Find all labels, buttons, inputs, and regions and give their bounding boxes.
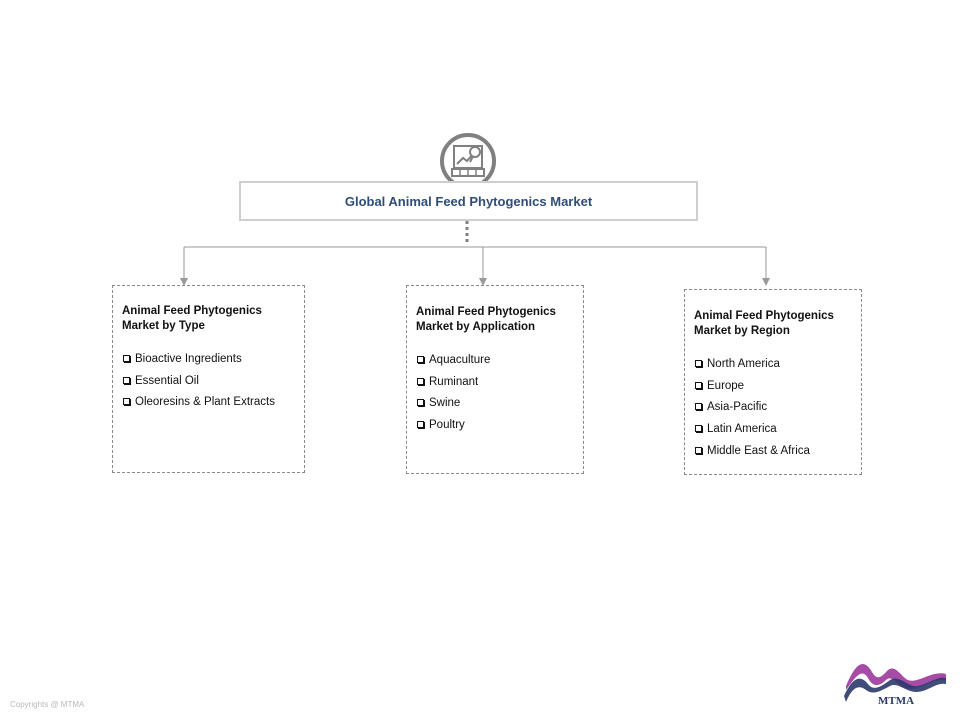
copyright-text: Copyrights @ MTMA [10, 700, 85, 709]
list-item: Swine [417, 396, 490, 418]
checkbox-bullet-icon [417, 377, 424, 385]
checkbox-bullet-icon [695, 403, 702, 411]
diagram-title-box: Global Animal Feed Phytogenics Market [239, 181, 698, 221]
brand-logo: MTMA [844, 663, 946, 707]
list-item: Aquaculture [417, 353, 490, 375]
segment-box-type: Animal Feed Phytogenics Market by Type B… [112, 285, 305, 473]
segment-heading-application: Animal Feed Phytogenics Market by Applic… [416, 306, 556, 333]
connector-left-arrow [180, 278, 188, 286]
checkbox-bullet-icon [417, 356, 424, 363]
checkbox-bullet-icon [695, 381, 702, 389]
checkbox-bullet-icon [695, 446, 702, 454]
list-item: Europe [695, 379, 810, 401]
checkbox-bullet-icon [417, 399, 424, 407]
list-item: Poultry [417, 418, 490, 440]
checkbox-bullet-icon [695, 360, 702, 367]
segment-box-application: Animal Feed Phytogenics Market by Applic… [406, 285, 584, 474]
list-item: Oleoresins & Plant Extracts [123, 395, 275, 417]
diagram-title: Global Animal Feed Phytogenics Market [344, 193, 593, 209]
segment-list-region: North America Europe Asia-Pacific Latin … [695, 357, 810, 465]
connector-right-arrow [762, 278, 770, 286]
list-item: Latin America [695, 422, 810, 444]
segment-heading-type: Animal Feed Phytogenics Market by Type [122, 305, 262, 332]
checkbox-bullet-icon [123, 398, 130, 406]
list-item: Asia-Pacific [695, 400, 810, 422]
checkbox-bullet-icon [417, 421, 424, 429]
checkbox-bullet-icon [695, 425, 702, 433]
list-item: Bioactive Ingredients [123, 352, 275, 374]
segment-list-application: Aquaculture Ruminant Swine Poultry [417, 353, 490, 440]
list-item: Ruminant [417, 375, 490, 397]
checkbox-bullet-icon [123, 355, 130, 362]
connector-center-arrow [479, 278, 487, 286]
list-item: North America [695, 357, 810, 379]
segment-list-type: Bioactive Ingredients Essential Oil Oleo… [123, 352, 275, 417]
checkbox-bullet-icon [123, 376, 130, 384]
list-item: Essential Oil [123, 374, 275, 396]
segment-heading-region: Animal Feed Phytogenics Market by Region [694, 310, 834, 337]
brand-logo-text: MTMA [878, 695, 914, 707]
list-item: Middle East & Africa [695, 444, 810, 466]
segment-box-region: Animal Feed Phytogenics Market by Region… [684, 289, 862, 475]
